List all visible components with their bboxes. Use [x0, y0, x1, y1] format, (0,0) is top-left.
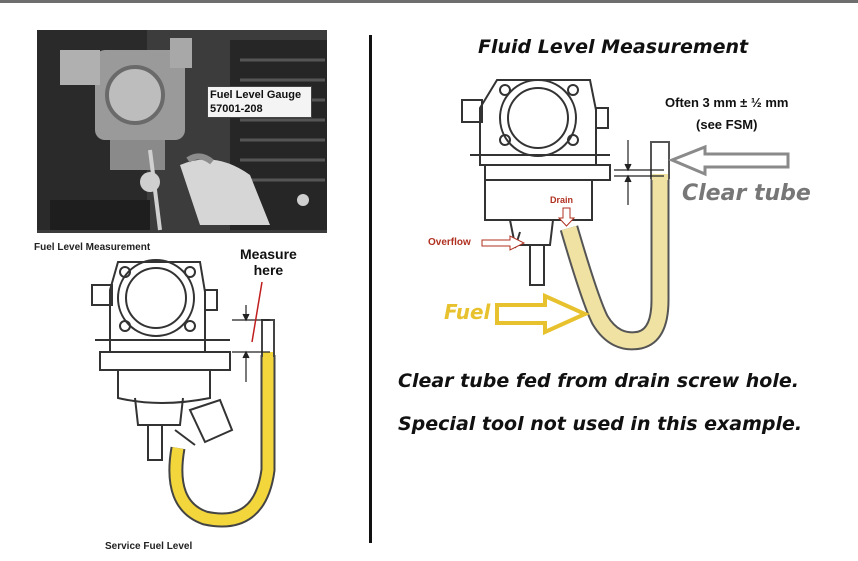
- gauge-label-line2: 57001-208: [210, 103, 263, 115]
- left-measure-markers: [232, 305, 270, 382]
- right-fuel-tube: [559, 141, 670, 351]
- measure-here-label: Measure here: [240, 246, 297, 278]
- service-fuel-level-caption: Service Fuel Level: [105, 541, 193, 552]
- fuel-arrow: [495, 292, 590, 336]
- drain-arrow: [557, 207, 576, 227]
- measure-line1: Measure: [240, 246, 297, 262]
- clear-tube-label: Clear tube: [682, 181, 811, 206]
- panel-divider: [369, 35, 372, 543]
- left-caption: Fuel Level Measurement: [34, 242, 151, 253]
- measure-pointer-line: [251, 281, 263, 343]
- spec-line2: (see FSM): [696, 117, 758, 132]
- note-line-2: Special tool not used in this example.: [398, 413, 803, 435]
- gauge-label-line1: Fuel Level Gauge: [210, 89, 302, 101]
- spec-line1: Often 3 mm ± ½ mm: [665, 95, 789, 110]
- fuel-label: Fuel: [444, 300, 491, 324]
- fuel-level-gauge-label: Fuel Level Gauge 57001-208: [207, 86, 312, 118]
- drain-label: Drain: [550, 195, 574, 205]
- clear-tube-arrow: [668, 144, 790, 177]
- spec-label: Often 3 mm ± ½ mm (see FSM): [665, 92, 788, 136]
- carburetor-photo: [37, 30, 327, 233]
- overflow-label: Overflow: [428, 237, 471, 248]
- overflow-arrow: [481, 235, 526, 251]
- right-measure-markers: [614, 140, 664, 205]
- left-carburetor-drawing: [91, 259, 234, 461]
- note-line-1: Clear tube fed from drain screw hole.: [398, 370, 799, 392]
- right-title: Fluid Level Measurement: [478, 36, 749, 58]
- right-carburetor-drawing: [461, 79, 611, 286]
- left-fuel-tube: [168, 319, 276, 528]
- measure-line2: here: [253, 262, 284, 278]
- top-border: [0, 0, 858, 3]
